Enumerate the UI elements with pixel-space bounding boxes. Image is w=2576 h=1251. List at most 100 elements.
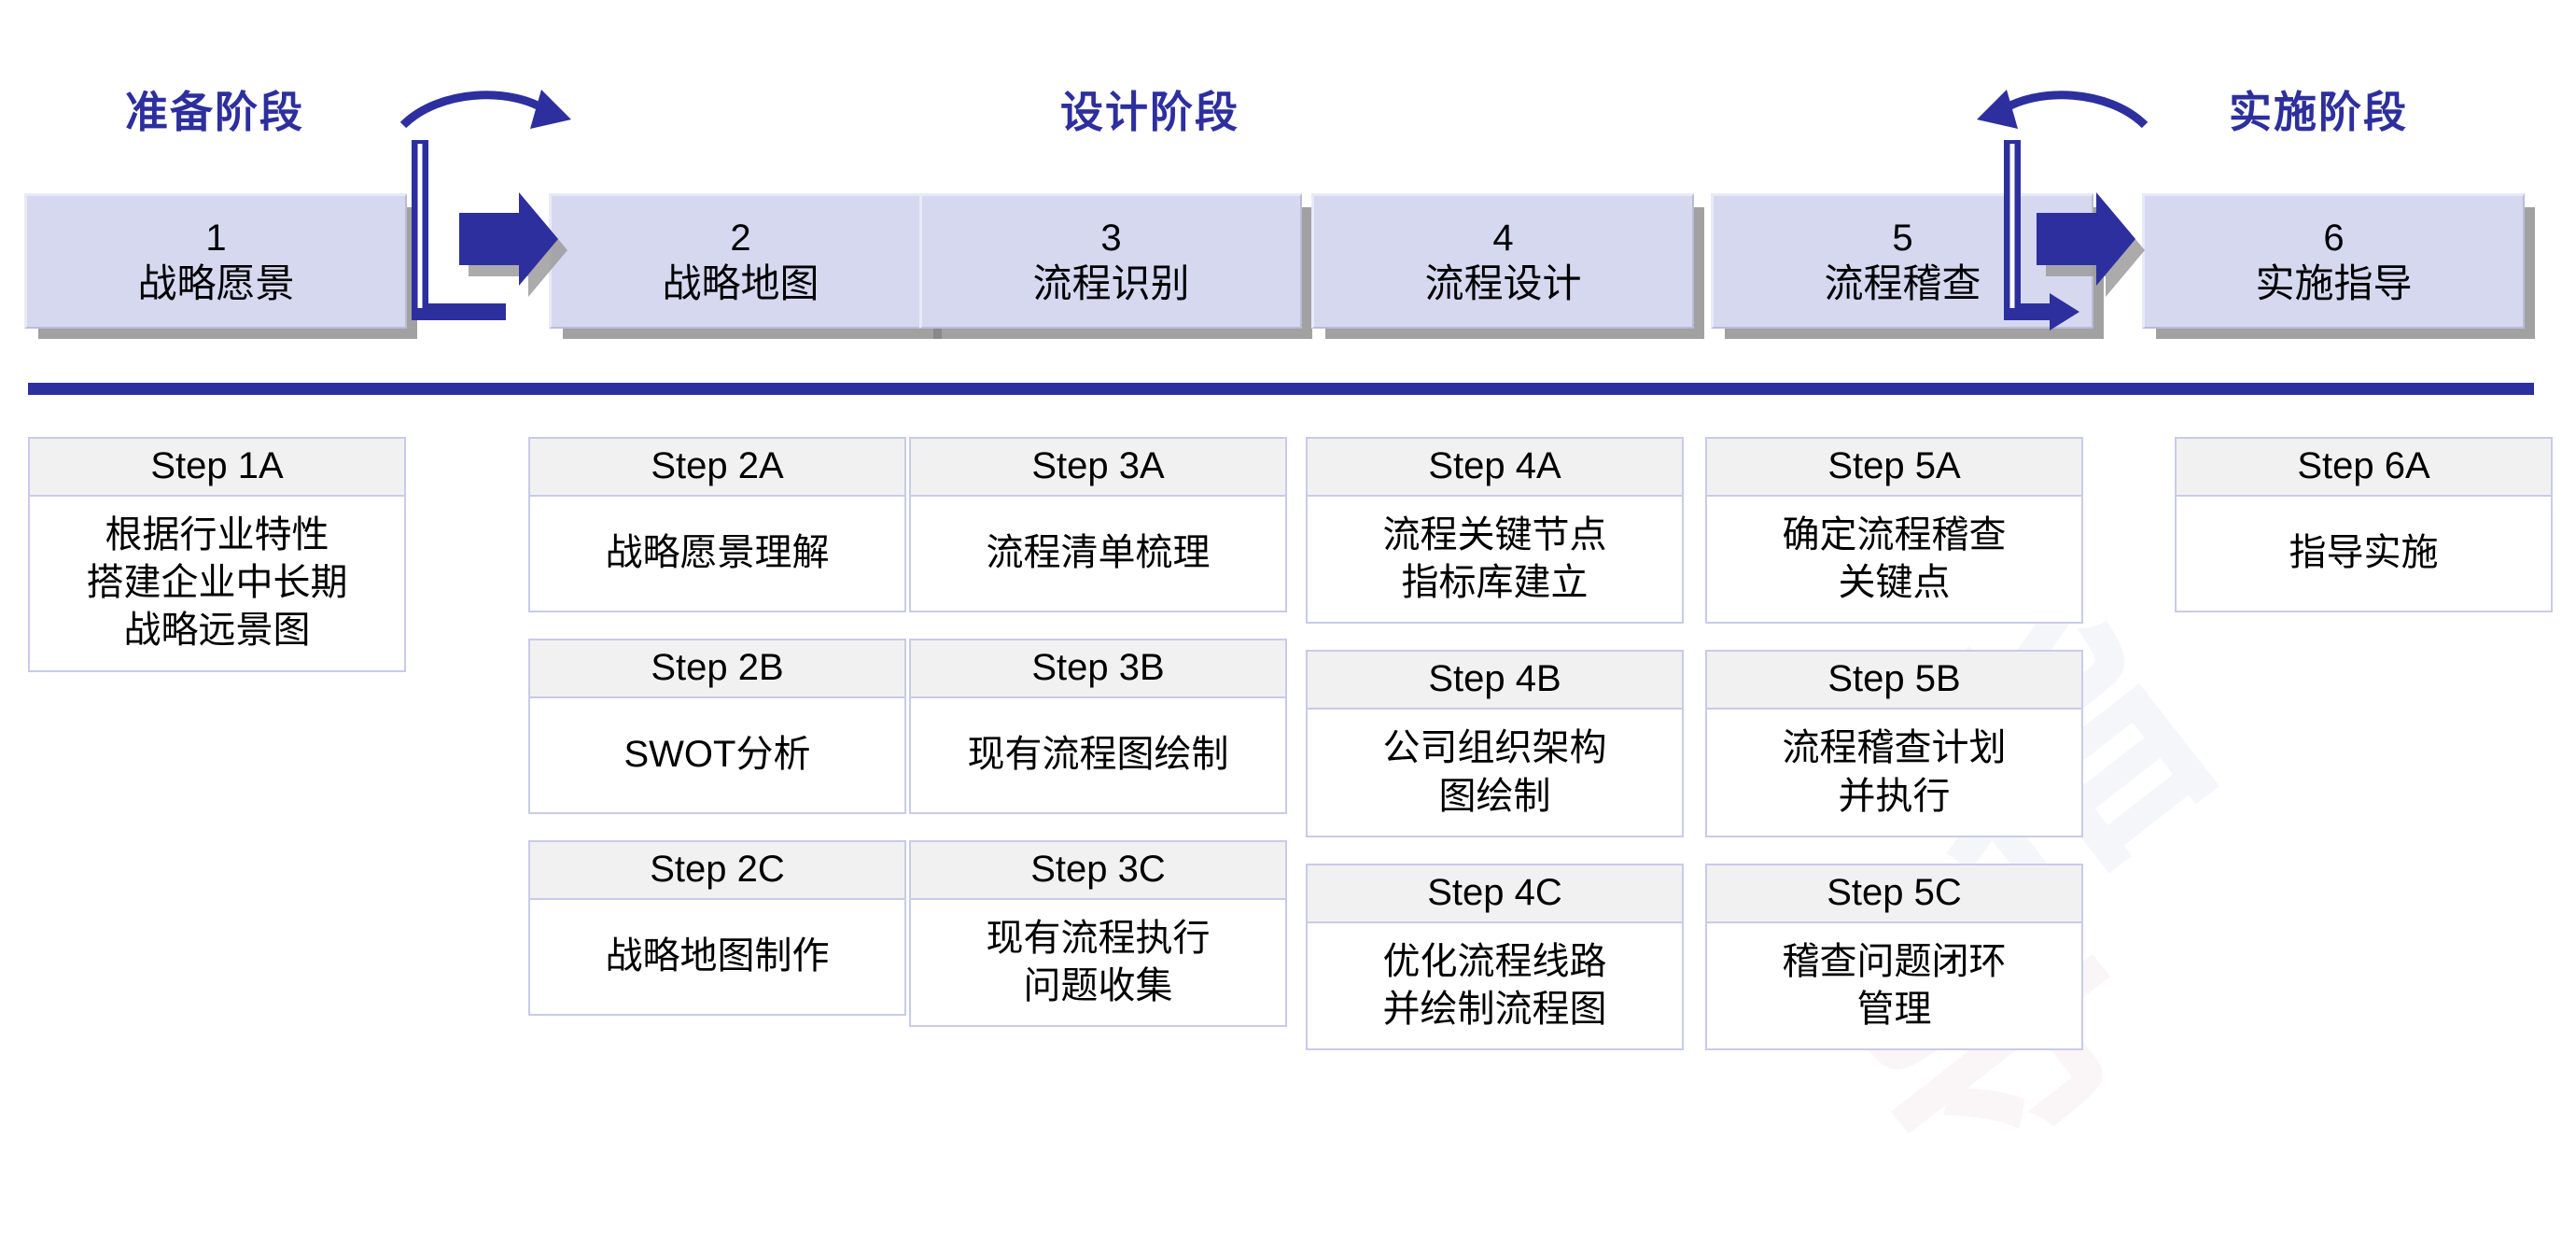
step-line: 关键点 [1838,562,1951,604]
step-line: 稽查问题闭环 [1782,940,2007,982]
step-card[interactable]: Step 4C 优化流程线路 并绘制流程图 [1306,863,1684,1051]
stage-box-3[interactable]: 3 流程识别 [919,193,1302,329]
step-card-header: Step 3A [911,439,1285,497]
step-line: 现有流程执行 [986,918,1211,959]
step-column-5: Step 5A 确定流程稽查 关键点 Step 5B 流程稽查计划 并执行 St… [1705,437,2083,1076]
step-line: 管理 [1856,988,1932,1030]
step-line: 并绘制流程图 [1382,988,1607,1030]
step-line: 现有流程图绘制 [967,734,1229,776]
block-arrow-body [459,192,558,286]
stage-box-5[interactable]: 5 流程稽查 [1711,193,2093,329]
loop-connector-right-graphic [1977,90,2149,330]
diagram-canvas: 指 导 准备阶段 设计阶段 实施阶段 1 战略愿景 2 战略地图 3 流程识别 … [24,77,2553,1076]
step-card[interactable]: Step 5C 稽查问题闭环 管理 [1705,863,2083,1051]
block-arrow-right-icon [2037,192,2145,297]
step-column-2: Step 2A 战略愿景理解 Step 2B SWOT分析 Step 2C 战略… [528,437,906,1042]
step-card[interactable]: Step 2C 战略地图制作 [528,840,906,1016]
step-card-header: Step 4C [1308,864,1682,923]
step-line: 战略远景图 [123,610,311,652]
stage-label: 流程识别 [1032,260,1190,305]
bracket-foot-arrow-icon [2050,293,2079,330]
step-line: 战略地图制作 [605,935,830,977]
step-card-header: Step 5A [1707,439,2081,497]
stage-number: 6 [2323,217,2345,259]
step-line: 流程稽查计划 [1782,727,2007,769]
section-divider [28,383,2534,395]
step-line: 指标库建立 [1401,562,1589,604]
step-card-body: 战略愿景理解 [530,497,904,611]
step-card[interactable]: Step 1A 根据行业特性 搭建企业中长期 战略远景图 [28,437,406,672]
phase-title-design: 设计阶段 [1060,88,1239,136]
step-line: 流程关键节点 [1382,514,1607,555]
step-line: 根据行业特性 [105,514,329,555]
stage-number: 3 [1100,217,1122,259]
step-card[interactable]: Step 6A 指导实施 [2175,437,2553,612]
step-line: 公司组织架构 [1382,727,1607,769]
step-card-body: 优化流程线路 并绘制流程图 [1308,923,1682,1048]
step-column-6: Step 6A 指导实施 [2175,437,2553,639]
stage-box-6[interactable]: 6 实施指导 [2142,193,2525,329]
step-card-body: 指导实施 [2177,497,2551,611]
step-card-body: 流程关键节点 指标库建立 [1308,497,1682,622]
step-card-header: Step 5B [1707,652,2081,710]
stage-number: 5 [1892,217,1913,259]
step-column-3: Step 3A 流程清单梳理 Step 3B 现有流程图绘制 Step 3C 现… [909,437,1287,1053]
phase-title-implementation: 实施阶段 [2229,88,2408,136]
loop-connector-left-graphic [399,90,571,320]
step-card-body: 流程稽查计划 并执行 [1707,710,2081,835]
stage-number: 4 [1492,217,1514,259]
stage-box-4[interactable]: 4 流程设计 [1311,193,1694,329]
stage-box-2[interactable]: 2 战略地图 [549,193,931,329]
step-card-header: Step 2B [530,640,904,698]
block-arrow-body [2037,192,2135,286]
step-card[interactable]: Step 4A 流程关键节点 指标库建立 [1306,437,1684,625]
stage-label: 实施指导 [2255,260,2413,305]
step-line: 优化流程线路 [1382,940,1607,982]
step-card[interactable]: Step 5B 流程稽查计划 并执行 [1705,650,2083,837]
step-card-header: Step 6A [2177,439,2551,497]
loop-connector-right [1960,77,2156,357]
step-card[interactable]: Step 4B 公司组织架构 图绘制 [1306,650,1684,837]
step-card[interactable]: Step 3C 现有流程执行 问题收集 [909,840,1287,1028]
step-card-header: Step 3B [911,640,1285,698]
step-line: 战略愿景理解 [605,532,830,574]
step-line: 问题收集 [1023,965,1173,1007]
step-line: 图绘制 [1438,775,1551,817]
step-card[interactable]: Step 3B 现有流程图绘制 [909,639,1287,814]
step-card-body: 战略地图制作 [530,900,904,1014]
step-line: 指导实施 [2289,532,2439,574]
step-line: 确定流程稽查 [1782,514,2007,555]
block-arrow-right-icon [459,192,567,297]
step-card[interactable]: Step 5A 确定流程稽查 关键点 [1705,437,2083,625]
stage-label: 流程设计 [1424,260,1582,305]
step-card[interactable]: Step 2A 战略愿景理解 [528,437,906,612]
step-card-body: 根据行业特性 搭建企业中长期 战略远景图 [30,497,404,670]
curved-arrow-head-icon [530,90,571,129]
step-line: 搭建企业中长期 [86,562,348,604]
step-card[interactable]: Step 2B SWOT分析 [528,639,906,814]
curved-arrow-right-icon [399,91,552,129]
stage-label: 流程稽查 [1824,260,1981,305]
step-card-body: SWOT分析 [530,698,904,812]
stage-box-1[interactable]: 1 战略愿景 [24,193,407,329]
step-card-body: 现有流程执行 问题收集 [911,900,1285,1025]
curved-arrow-head-icon [1977,90,2018,129]
step-card[interactable]: Step 3A 流程清单梳理 [909,437,1287,612]
step-card-body: 流程清单梳理 [911,497,1285,611]
step-card-header: Step 3C [911,842,1285,900]
stage-number: 1 [205,217,227,259]
step-card-header: Step 2C [530,842,904,900]
step-card-body: 确定流程稽查 关键点 [1707,497,2081,622]
step-line: 并执行 [1838,775,1951,817]
step-card-body: 现有流程图绘制 [911,698,1285,812]
step-card-header: Step 4B [1308,652,1682,710]
step-card-header: Step 1A [30,439,404,497]
curved-arrow-left-icon [1996,91,2149,129]
step-card-header: Step 4A [1308,439,1682,497]
step-column-4: Step 4A 流程关键节点 指标库建立 Step 4B 公司组织架构 图绘制 … [1306,437,1684,1076]
stage-label: 战略地图 [662,260,819,305]
step-column-1: Step 1A 根据行业特性 搭建企业中长期 战略远景图 [28,437,406,698]
step-line: 流程清单梳理 [986,532,1211,574]
step-card-header: Step 2A [530,439,904,497]
phase-title-preparation: 准备阶段 [125,88,304,136]
